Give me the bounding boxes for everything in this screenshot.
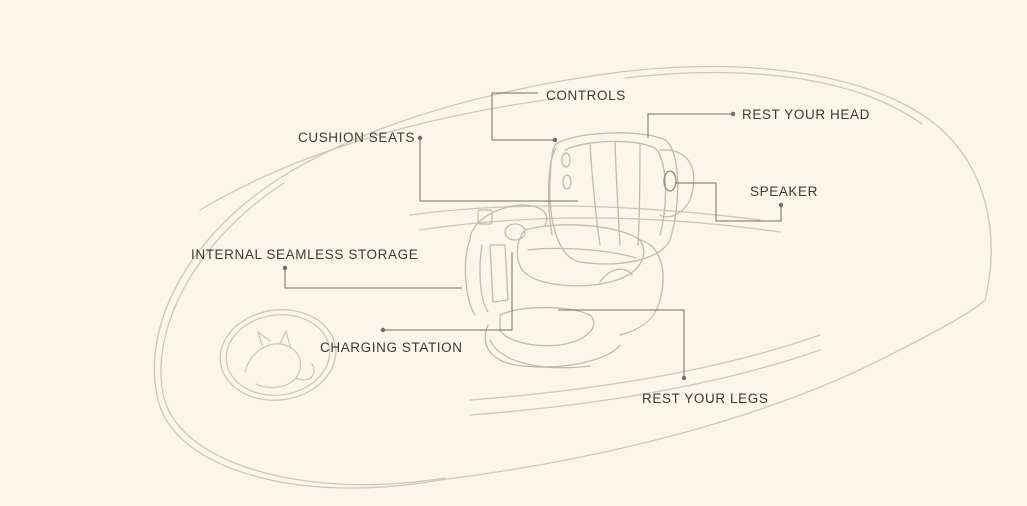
leader-speaker — [675, 182, 784, 222]
leader-controls — [491, 92, 558, 143]
label-controls: CONTROLS — [546, 88, 626, 103]
pod-shell — [153, 65, 992, 489]
leader-charging — [380, 252, 513, 333]
seat — [464, 132, 695, 369]
leader-rest-head — [647, 111, 736, 138]
label-cushion-seats: CUSHION SEATS — [298, 130, 416, 145]
label-speaker: SPEAKER — [750, 184, 818, 199]
label-charging-station: CHARGING STATION — [320, 340, 463, 355]
label-rest-your-head: REST YOUR HEAD — [742, 107, 870, 122]
label-internal-seamless-storage: INTERNAL SEAMLESS STORAGE — [191, 247, 419, 262]
leader-cushion-seats — [417, 135, 578, 202]
leader-rest-legs — [558, 309, 687, 381]
leader-storage — [282, 265, 462, 289]
cat-emblem — [219, 309, 337, 401]
label-rest-your-legs: REST YOUR LEGS — [642, 391, 769, 406]
